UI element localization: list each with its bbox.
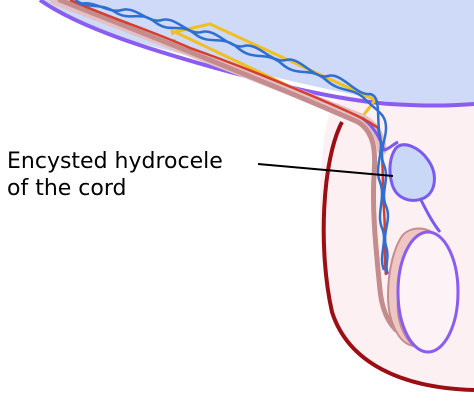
- vas-deferens: [57, 0, 399, 333]
- annotation-line-1: Encysted hydrocele: [7, 149, 223, 174]
- processus-lower: [418, 197, 442, 233]
- pampiniform-vein-2: [79, 2, 386, 271]
- testicular-artery: [69, 0, 388, 276]
- annotation-label: Encysted hydrocele of the cord: [7, 148, 223, 202]
- encysted-hydrocele: [388, 143, 436, 202]
- testis: [396, 230, 460, 354]
- abdominal-cavity: [40, 0, 474, 106]
- annotation-leader-line: [257, 163, 394, 177]
- pampiniform-vein-1: [74, 0, 390, 275]
- scrotum-outline: [321, 121, 474, 392]
- inguinal-canal-dash: [170, 29, 178, 49]
- processus-vaginalis: [361, 116, 399, 152]
- annotation-line-2: of the cord: [7, 176, 127, 201]
